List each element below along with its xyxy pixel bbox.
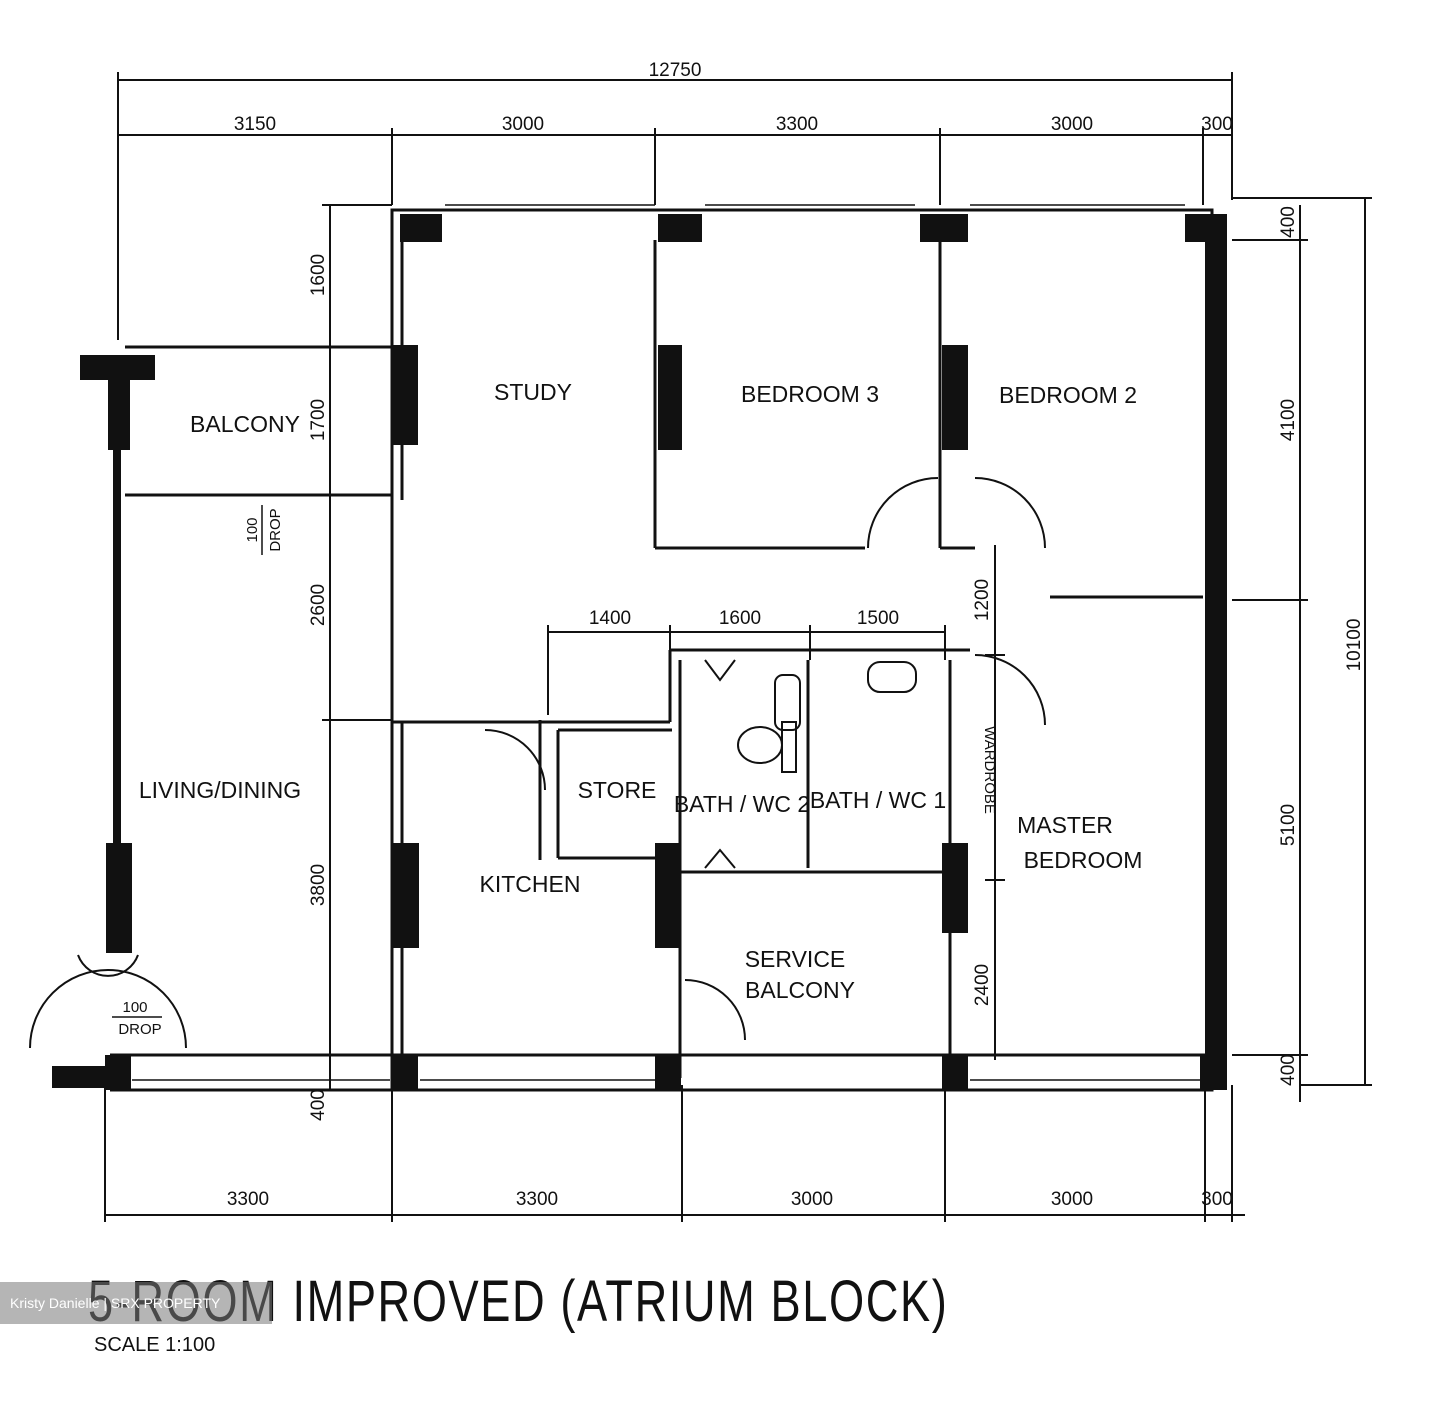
room-bedroom-2: BEDROOM 2: [999, 382, 1137, 408]
dim-top-total: 12750: [649, 60, 702, 81]
dim-inner-v2: 2400: [972, 964, 993, 1006]
label-wardrobe: WARDROBE: [981, 726, 998, 814]
drop-top-label: DROP: [267, 508, 284, 551]
structural-columns: [52, 214, 1227, 1090]
room-living-dining: LIVING/DINING: [139, 777, 301, 803]
room-bath-2: BATH / WC 2: [674, 791, 810, 817]
dim-bottom-3: 3000: [791, 1189, 833, 1210]
dim-right-3: 5100: [1278, 804, 1299, 846]
dim-left-2: 1700: [308, 399, 329, 441]
dim-top-1: 3150: [234, 114, 276, 135]
watermark: Kristy Danielle | SRX PROPERTY: [0, 1282, 272, 1324]
dim-inner-v1: 1200: [972, 579, 993, 621]
room-master-bedroom-line1: MASTER: [1017, 812, 1113, 838]
dim-inner-1: 1400: [589, 608, 631, 629]
dim-right-1: 400: [1278, 206, 1299, 238]
dim-top-2: 3000: [502, 114, 544, 135]
dim-top-5: 300: [1201, 114, 1233, 135]
dim-bottom-5: 300: [1201, 1189, 1233, 1210]
dim-bottom-4: 3000: [1051, 1189, 1093, 1210]
room-kitchen: KITCHEN: [480, 871, 581, 897]
room-service-balcony-line2: BALCONY: [745, 977, 855, 1003]
dim-top-3: 3300: [776, 114, 818, 135]
dim-inner-3: 1500: [857, 608, 899, 629]
wall-outlines: [110, 208, 1214, 1092]
room-bath-1: BATH / WC 1: [810, 787, 946, 813]
dim-right-2: 4100: [1278, 399, 1299, 441]
room-store: STORE: [578, 777, 657, 803]
plan-scale: SCALE 1:100: [94, 1334, 216, 1356]
dimension-lines: [104, 72, 1372, 1222]
dim-inner-2: 1600: [719, 608, 761, 629]
bath-fixtures: [704, 659, 917, 869]
windows: [132, 204, 1200, 1081]
door-swings: [29, 477, 1046, 1049]
floor-plan: 12750 3150 3000 3300 3000 300 3300 3300 …: [29, 60, 1372, 1222]
dim-bottom-1: 3300: [227, 1189, 269, 1210]
drop-top-value: 100: [244, 517, 261, 542]
drop-bottom-label: DROP: [118, 1021, 161, 1038]
dim-left-5: 400: [308, 1089, 329, 1121]
room-balcony: BALCONY: [190, 411, 300, 437]
room-master-bedroom-line2: BEDROOM: [1024, 847, 1143, 873]
dim-top-4: 3000: [1051, 114, 1093, 135]
dim-right-total: 10100: [1344, 619, 1365, 672]
dim-left-1: 1600: [308, 254, 329, 296]
room-bedroom-3: BEDROOM 3: [741, 381, 879, 407]
drop-bottom-value: 100: [122, 999, 147, 1016]
dim-right-4: 400: [1278, 1054, 1299, 1086]
dim-bottom-2: 3300: [516, 1189, 558, 1210]
dim-left-3: 2600: [308, 584, 329, 626]
room-study: STUDY: [494, 379, 572, 405]
dim-left-4: 3800: [308, 864, 329, 906]
room-service-balcony-line1: SERVICE: [745, 946, 846, 972]
